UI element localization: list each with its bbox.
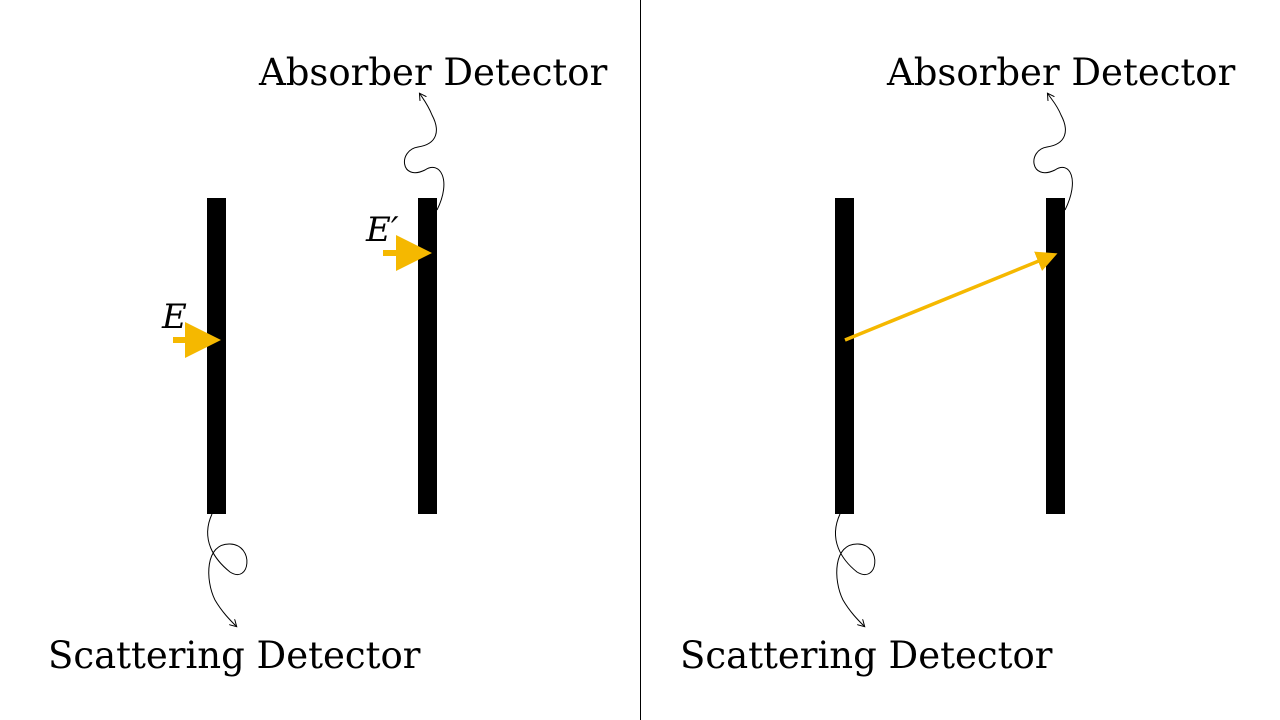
scattered-energy-label: E′ <box>366 210 399 250</box>
right-diagram <box>835 0 1073 720</box>
gamma-trajectory-arrow <box>844 251 1058 342</box>
right-panel: Absorber Detector Scattering Detector <box>641 0 1280 720</box>
scattering-pointer-curve <box>835 513 876 626</box>
left-diagram <box>173 0 445 720</box>
left-panel: Absorber Detector Scattering Detector E … <box>48 0 608 720</box>
panel-divider <box>640 0 641 720</box>
scattering-pointer-curve <box>207 513 248 626</box>
absorber-pointer-curve <box>1033 94 1073 211</box>
absorber-detector-label: Absorber Detector <box>259 51 608 94</box>
scattering-detector <box>207 198 226 514</box>
absorber-detector-label: Absorber Detector <box>887 51 1236 94</box>
scattering-detector-label: Scattering Detector <box>680 634 1053 677</box>
absorber-detector <box>418 198 437 514</box>
scattering-detector <box>835 198 854 514</box>
absorber-pointer-curve <box>403 94 445 211</box>
scattering-detector-label: Scattering Detector <box>48 634 421 677</box>
incident-energy-label: E <box>162 297 187 337</box>
absorber-detector <box>1046 198 1065 514</box>
